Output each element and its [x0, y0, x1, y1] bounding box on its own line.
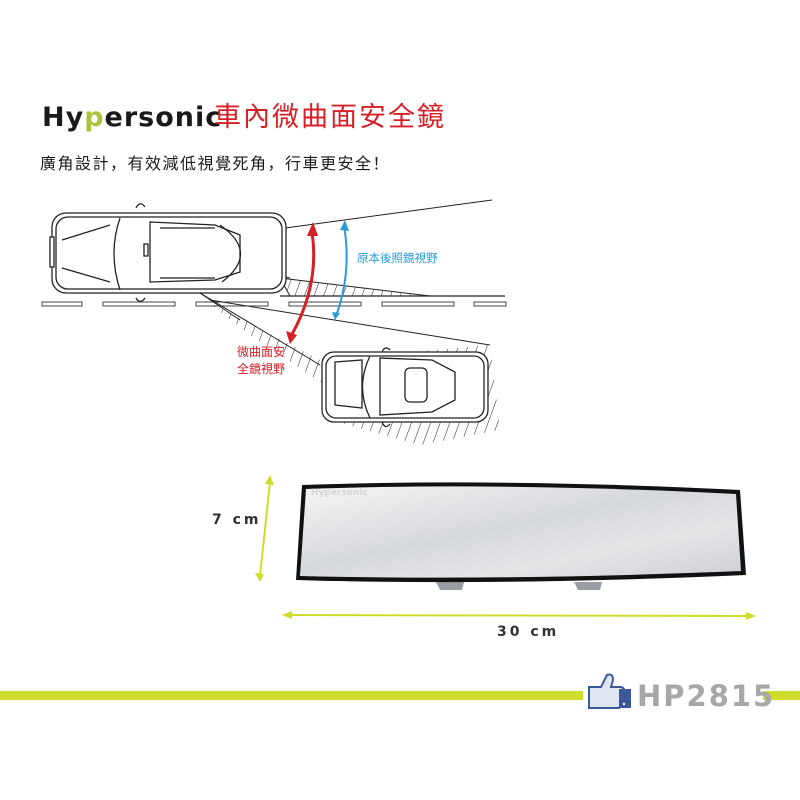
road-markings — [41, 295, 507, 307]
mirror-product-image — [255, 475, 756, 620]
original-mirror-view-label: 原本後照鏡視野 — [357, 251, 438, 265]
curved-view-label-line2: 全鏡視野 — [236, 362, 285, 376]
width-label: 30 cm — [497, 624, 560, 640]
curved-view-label-line1: 微曲面安 — [236, 345, 285, 359]
brand-suffix: ersonic — [104, 102, 223, 133]
width-dimension-arrow — [282, 611, 756, 620]
brand-prefix: Hy — [42, 102, 85, 133]
mirror-brand-logo: Hypersonic — [311, 488, 368, 498]
height-label: 7 cm — [212, 512, 262, 528]
car-top — [49, 203, 287, 303]
model-number: HP2815 — [637, 679, 776, 713]
original-view-arrow — [332, 220, 349, 320]
car-bottom — [321, 347, 489, 428]
brand-highlight-letter: p — [84, 102, 105, 133]
product-subtitle: 廣角設計，有效減低視覺死角，行車更安全！ — [40, 154, 391, 173]
thumbs-up-icon — [588, 673, 631, 709]
brand-logo: Hypersonic — [42, 101, 222, 135]
height-dimension-arrow — [255, 475, 274, 582]
footer-bar-left — [0, 691, 583, 700]
blind-spot-diagram — [41, 199, 507, 445]
curved-mirror-view-label: 微曲面安 全鏡視野 — [225, 344, 285, 378]
curved-view-arrow — [286, 222, 318, 344]
footer-bar-right — [763, 691, 800, 700]
product-title: 車內微曲面安全鏡 — [214, 102, 446, 133]
